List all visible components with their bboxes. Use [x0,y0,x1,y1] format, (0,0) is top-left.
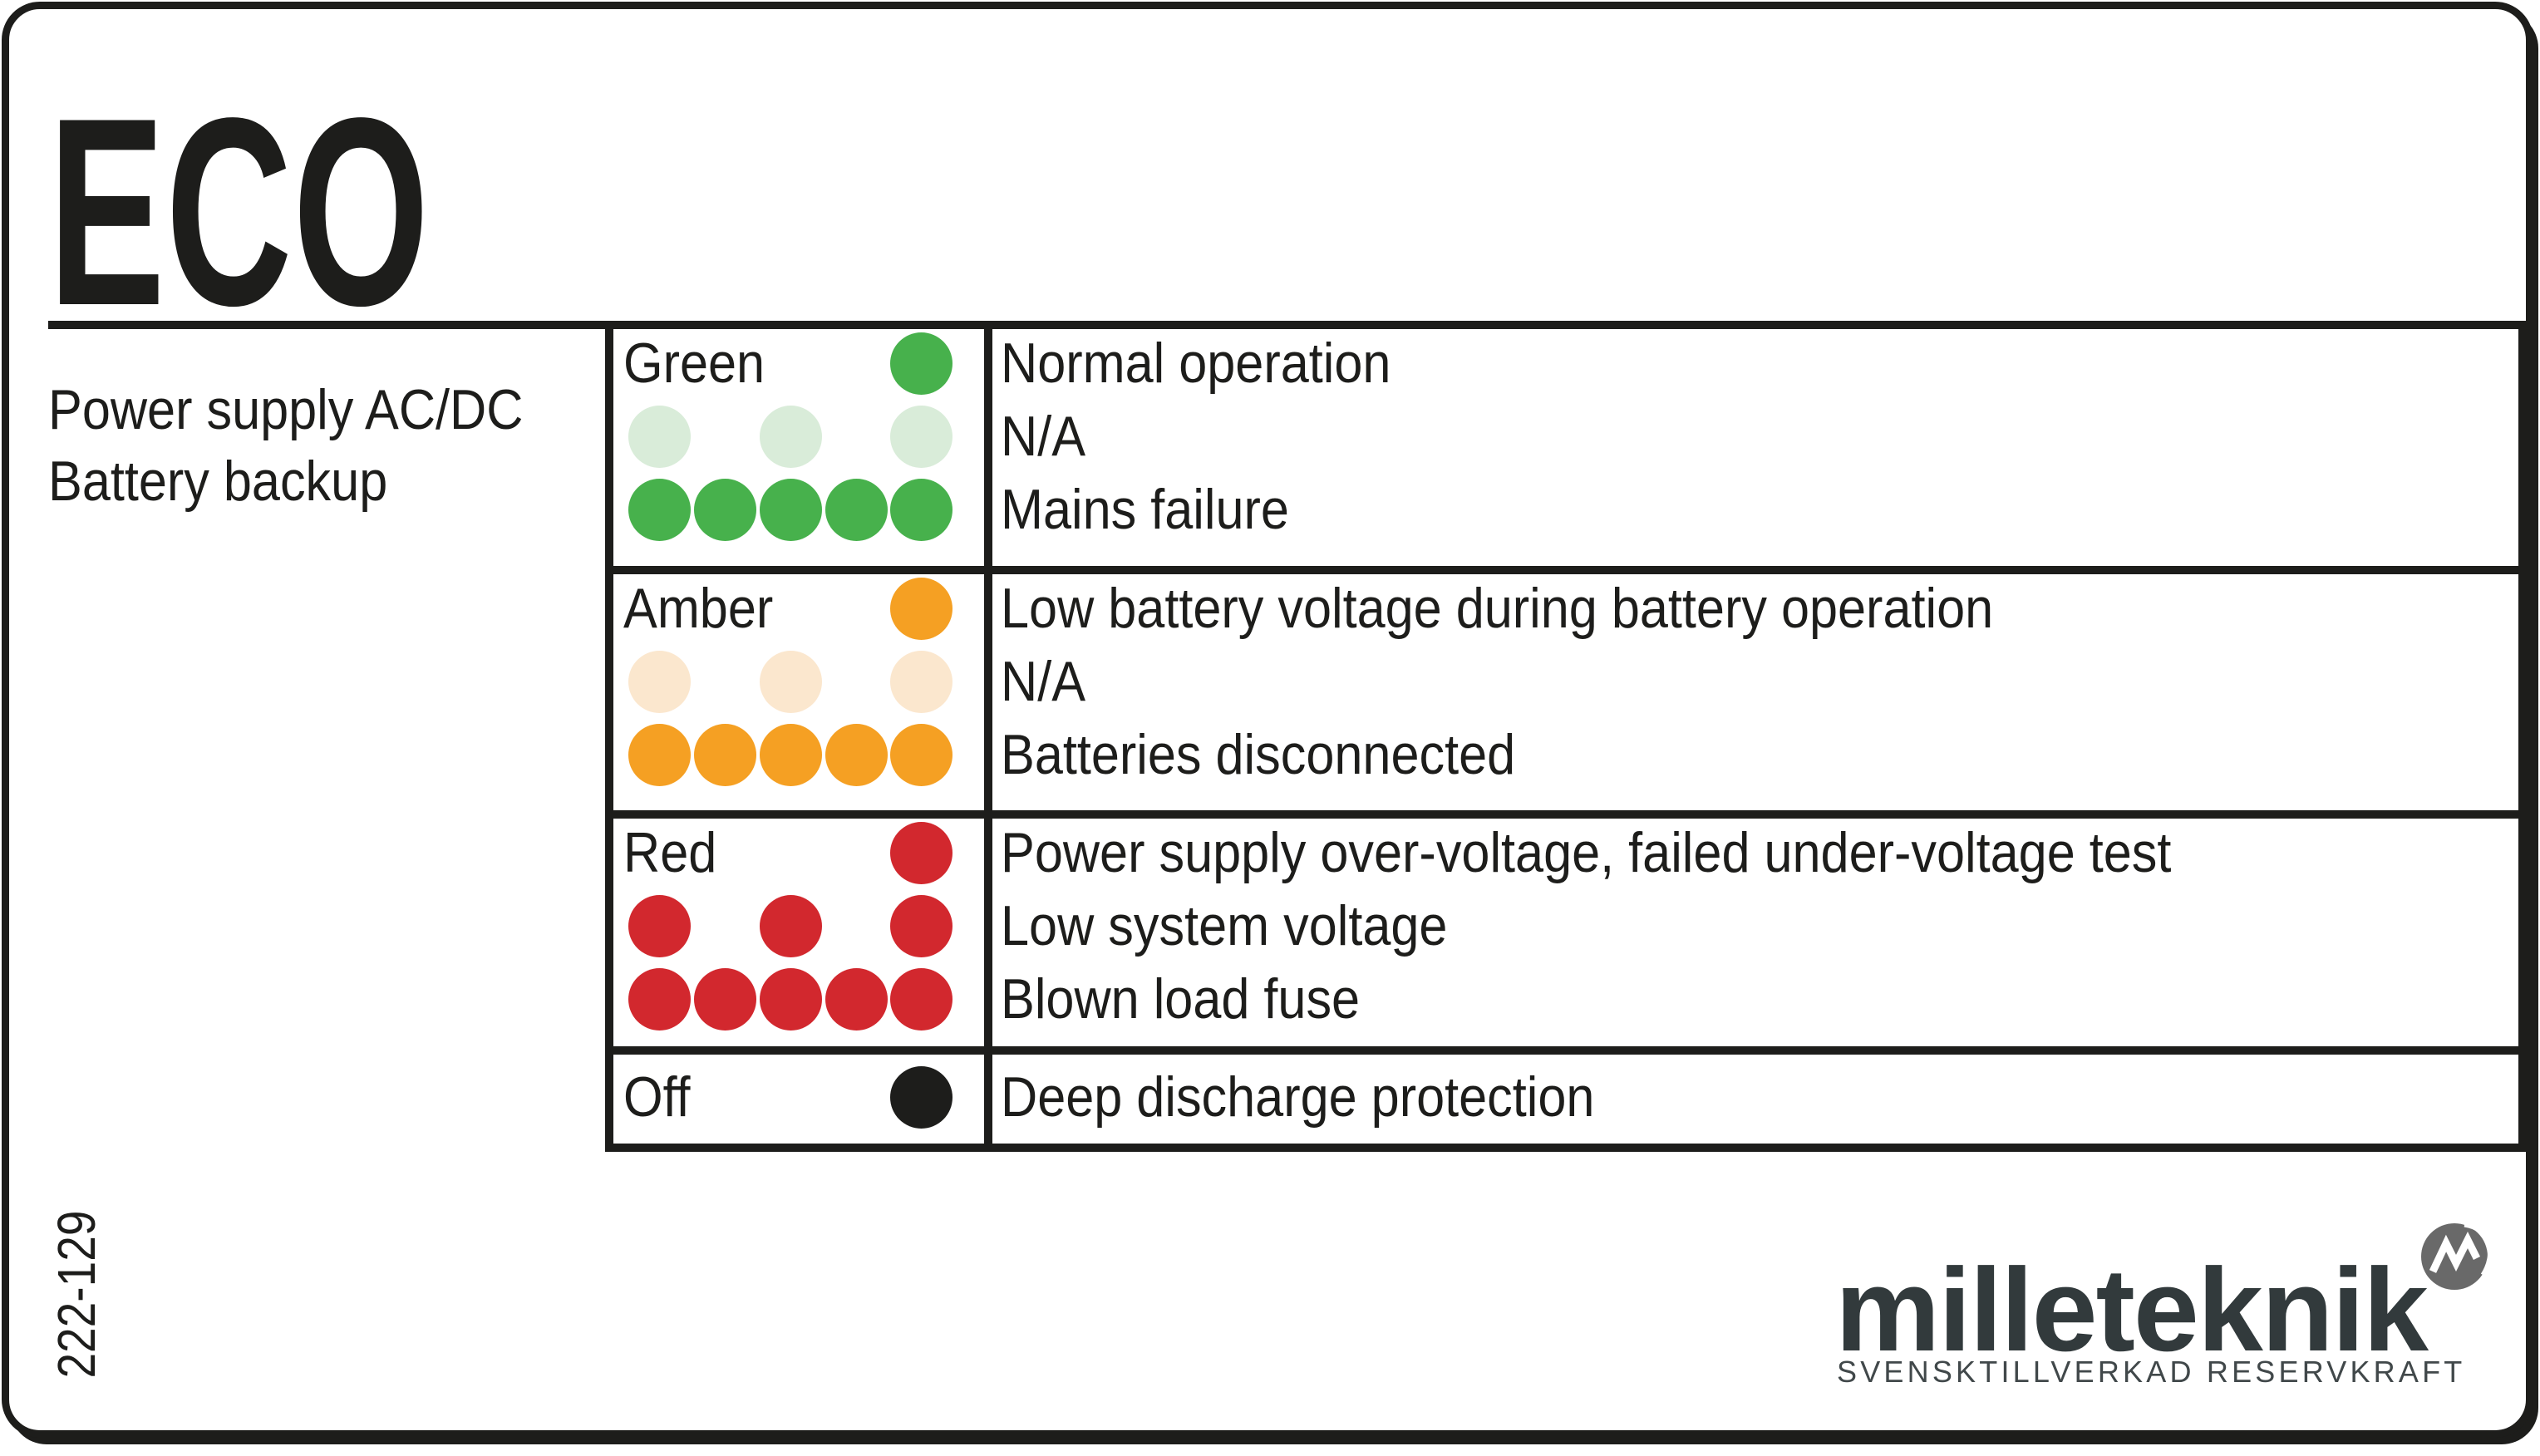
lightning-m-icon [2421,1222,2492,1290]
led-dot [693,478,756,541]
led-color-label: Amber [623,577,774,640]
led-description-row: N/A [1001,650,1086,713]
led-description-row: Normal operation [1001,332,1391,395]
led-dot [889,478,952,541]
led-dot [889,967,952,1031]
led-color-label: Off [623,1065,691,1129]
led-description-row: Low battery voltage during battery opera… [1001,577,1994,640]
led-dot-row: Green [613,327,984,400]
led-pattern-cell: Red [613,819,992,1046]
led-dot [628,723,691,786]
led-dot [889,650,952,713]
product-subtitle: Power supply AC/DC Battery backup [48,374,576,517]
led-dot [759,967,822,1031]
led-dot-row: Amber [613,572,984,645]
led-meaning-cell: Deep discharge protection [992,1055,2518,1144]
led-description-row: Blown load fuse [1001,967,1361,1031]
led-description-row: Deep discharge protection [1001,1065,1595,1129]
led-dot [759,650,822,713]
led-color-label: Green [623,332,765,395]
led-dot [889,821,952,884]
led-dot [759,405,822,468]
led-dot [825,478,888,541]
led-pattern-cell: Amber [613,574,992,810]
led-pattern-cell: Green [613,329,992,566]
led-dot-row [613,962,984,1035]
led-description-row: Mains failure [1001,478,1289,541]
led-dot-row [613,473,984,546]
led-dot [889,723,952,786]
led-dot-row [613,400,984,473]
led-pattern-cell: Off [613,1055,992,1144]
led-dot-row: Red [613,816,984,889]
led-meaning-cell: Power supply over-voltage, failed under-… [992,819,2518,1046]
subtitle-line-2: Battery backup [48,450,388,513]
led-dot [889,577,952,640]
led-dot [825,967,888,1031]
led-dot [628,405,691,468]
led-dot [628,650,691,713]
subtitle-line-1: Power supply AC/DC [48,378,524,441]
led-dot-row [613,889,984,962]
led-dot [693,967,756,1031]
brand-wordmark: milleteknik [1835,1244,2429,1376]
led-description-row: N/A [1001,405,1086,468]
led-section-amber: Amber Low battery voltage during battery … [613,566,2518,810]
led-description-row: Power supply over-voltage, failed under-… [1001,821,2172,884]
led-dot [759,478,822,541]
led-dot [693,723,756,786]
led-dot [628,894,691,957]
led-dot [825,723,888,786]
led-dot-row: Off [613,1060,984,1134]
led-dot [759,723,822,786]
led-section-off: Off Deep discharge protection [613,1046,2518,1144]
led-dot-row [613,718,984,791]
title-divider [48,321,613,329]
led-dot [759,894,822,957]
part-number: 222-129 [47,1210,106,1379]
led-dot [889,405,952,468]
led-meaning-cell: Low battery voltage during battery opera… [992,574,2518,810]
led-dot [889,332,952,395]
led-dot [628,967,691,1031]
led-description-row: Low system voltage [1001,894,1448,957]
led-section-red: Red Power supply over-voltage, failed und… [613,810,2518,1046]
led-color-label: Red [623,821,717,884]
led-description-row: Batteries disconnected [1001,723,1516,786]
brand-tagline: SVENSKTILLVERKAD RESERVKRAFT [1837,1355,2466,1389]
product-name: ECO [48,63,431,362]
led-dot [628,478,691,541]
led-dot [889,894,952,957]
led-dot-row [613,645,984,718]
led-dot [889,1065,952,1129]
